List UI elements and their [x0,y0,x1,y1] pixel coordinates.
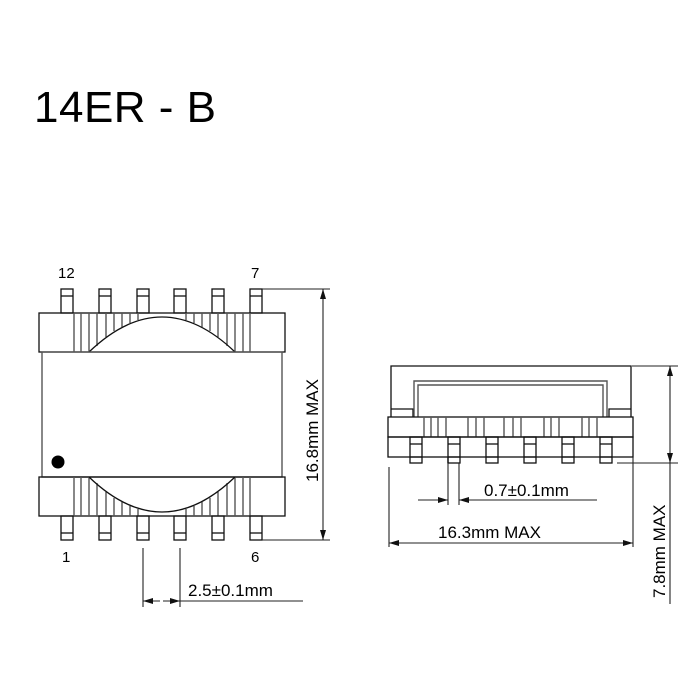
cover-outline [390,365,632,417]
top-view: 12 7 1 6 16.8mm MAX 2.5±0.1mm [38,265,330,607]
side-view: 0.7±0.1mm 16.3mm MAX 7.8mm MAX [387,365,678,604]
pin-label-1: 1 [62,549,70,566]
dimension-pin-width-0-7: 0.7±0.1mm [418,463,597,505]
side-height-dimension-label: 7.8mm MAX [650,504,669,598]
pin-label-6: 6 [251,549,259,566]
pin-width-dimension-label: 0.7±0.1mm [484,481,569,500]
bottom-pins [60,515,263,541]
pitch-dimension-label: 2.5±0.1mm [188,581,273,600]
pin1-marker-dot [51,455,65,469]
bobbin-top [413,380,608,417]
top-pins [60,288,263,314]
side-flange [387,416,634,438]
top-flange [38,312,286,353]
height-dimension-label: 16.8mm MAX [303,379,322,482]
side-pins [409,436,613,464]
dimension-height-16-8: 16.8mm MAX [262,288,330,541]
core-body [41,351,283,478]
pin-label-7: 7 [251,265,259,282]
dimension-length-16-3: 16.3mm MAX [388,457,634,547]
side-base [387,436,634,458]
length-dimension-label: 16.3mm MAX [438,523,541,542]
bottom-flange [38,476,286,517]
part-title: 14ER - B [34,83,217,132]
dimension-height-7-8: 7.8mm MAX [617,365,678,604]
dimension-pitch-2-5: 2.5±0.1mm [142,548,303,607]
pin-label-12: 12 [58,265,75,282]
